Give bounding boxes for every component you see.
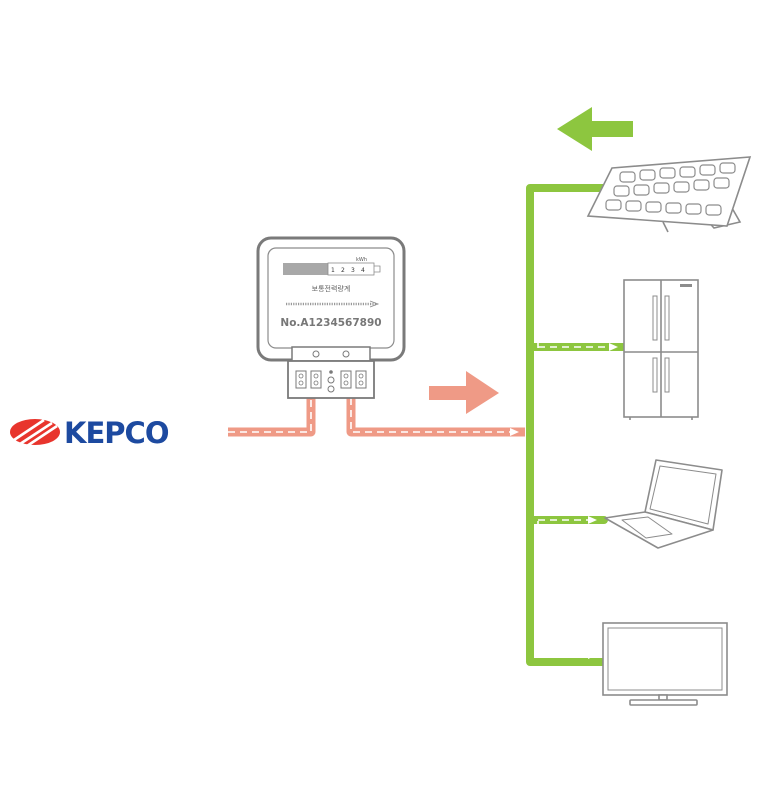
meter-digit: 3 [351,267,355,274]
solar-flow-dashes [537,194,612,656]
kepco-logo-mark [10,418,60,448]
solar-distribution-lines [526,184,629,666]
power-meter: kWh 1 2 3 4 보통전력량계 No.A1234567890 [256,236,406,399]
arrowhead-icon [510,428,519,436]
solar-flow-arrowheads [534,247,618,659]
grid-flow-arrow-icon [429,371,499,414]
meter-digit: 1 [331,267,335,274]
grid-supply-line [228,398,316,437]
meter-title: 보통전력량계 [312,284,351,293]
solar-flow-arrow-icon [557,107,633,151]
meter-digit: 4 [361,267,365,274]
kepco-logo: KEPCO [10,416,170,450]
meter-unit-label: kWh [356,257,367,263]
meter-serial-number: No.A1234567890 [280,317,381,329]
grid-load-line [346,398,525,437]
laptop-icon [604,459,723,549]
television-icon [602,622,728,706]
solar-panel-icon [586,156,752,233]
meter-digit: 2 [341,267,345,274]
refrigerator-icon [623,279,699,420]
meter-counter-bar [283,263,328,275]
kepco-logo-text: KEPCO [64,416,169,450]
